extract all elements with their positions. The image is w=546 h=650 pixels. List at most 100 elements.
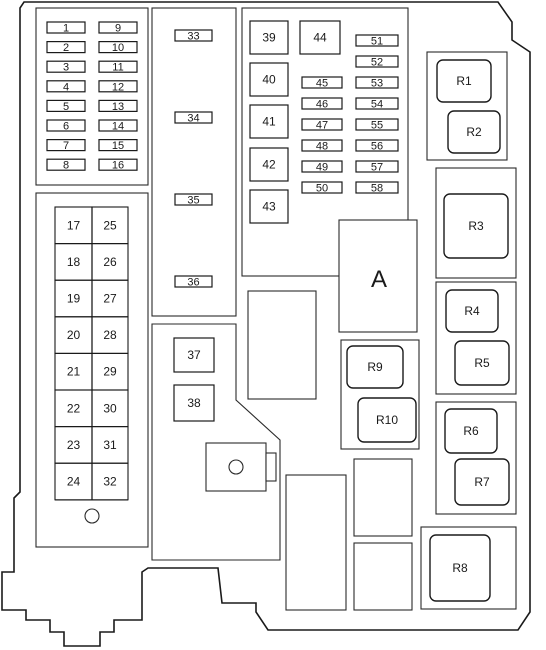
- fuse-6: 6: [46, 119, 86, 133]
- fuse-18-label: 18: [67, 255, 81, 269]
- fuse-45-body: [301, 76, 343, 89]
- fuse-47: 47: [301, 118, 343, 132]
- fuse-21-label: 21: [67, 365, 81, 379]
- relay-r10-label: R10: [376, 413, 398, 427]
- fuse-33-body: [174, 29, 213, 42]
- relay-r9-label: R9: [367, 360, 383, 374]
- relay-r2: R2: [447, 110, 501, 154]
- fuse-58-body: [355, 181, 399, 194]
- fuse-37: 37: [173, 337, 215, 373]
- fuse-53-body: [355, 76, 399, 89]
- fuse-6-body: [46, 119, 86, 132]
- relay-r9-body: [346, 345, 404, 389]
- fuse-10-label: 10: [112, 42, 124, 54]
- fuse-41-body: [249, 104, 289, 139]
- fuse-9-body: [98, 21, 138, 34]
- relay-r1-label: R1: [456, 74, 472, 88]
- relay-r6-label: R6: [463, 424, 479, 438]
- fuse-44-body: [299, 20, 341, 55]
- fuse-44: 44: [299, 20, 341, 55]
- fuse-45: 45: [301, 76, 343, 90]
- fuse-54-body: [355, 97, 399, 110]
- fuse-12-label: 12: [112, 81, 124, 93]
- fuse-1-body: [46, 21, 86, 34]
- relay-r1-body: [436, 59, 492, 103]
- lower-fuse-group: 37 38: [173, 337, 215, 422]
- fuse-41: 41: [249, 104, 289, 139]
- fuse-33-label: 33: [187, 31, 199, 43]
- relay-r7: R7: [454, 458, 510, 506]
- relay-r7-body: [454, 458, 510, 506]
- box-a-label: A: [371, 266, 387, 293]
- fuse-49: 49: [301, 160, 343, 174]
- fuse-12-body: [98, 80, 138, 93]
- fuse-35: 35: [174, 193, 213, 207]
- fuse-8: 8: [46, 158, 86, 172]
- fuse-16-label: 16: [112, 160, 124, 172]
- large-block-bolt-icon: [84, 508, 100, 524]
- fuse-25-label: 25: [103, 218, 117, 232]
- fuse-4-body: [46, 80, 86, 93]
- fuse-5-label: 5: [63, 101, 69, 113]
- fuse-11-label: 11: [112, 62, 123, 74]
- fuse-20-label: 20: [67, 328, 81, 342]
- fuse-3-label: 3: [63, 62, 69, 74]
- fuse-9-label: 9: [115, 23, 121, 35]
- relay-r10-body: [357, 397, 417, 443]
- fuse-54-label: 54: [371, 99, 383, 111]
- fuse-51-body: [355, 34, 399, 47]
- fuse-38: 38: [173, 384, 215, 422]
- fuse-48-body: [301, 139, 343, 152]
- relay-r4: R4: [445, 289, 499, 333]
- fuse-42-body: [249, 147, 289, 182]
- box-a-frame: [338, 219, 418, 333]
- fuse-45-label: 45: [316, 78, 328, 90]
- relay-r3-label: R3: [468, 219, 484, 233]
- fuse-40: 40: [249, 62, 289, 97]
- fuse-23-label: 23: [67, 438, 81, 452]
- fuse-50: 50: [301, 181, 343, 195]
- fuse-42-label: 42: [262, 158, 276, 172]
- fuse-17-label: 17: [67, 218, 81, 232]
- fuse-35-body: [174, 193, 213, 206]
- fuse-32-label: 32: [103, 475, 117, 489]
- relay-r6-body: [444, 408, 498, 454]
- fuse-2-label: 2: [63, 42, 69, 54]
- fuse-4-label: 4: [63, 81, 69, 93]
- fuse-19-label: 19: [67, 292, 81, 306]
- fuse-53-label: 53: [371, 78, 383, 90]
- fuse-38-label: 38: [187, 396, 201, 410]
- fuse-30-label: 30: [103, 401, 117, 415]
- relay-r7-label: R7: [474, 475, 490, 489]
- relay-r3: R3: [443, 193, 509, 259]
- fuse-49-body: [301, 160, 343, 173]
- fuse-36: 36: [174, 275, 213, 289]
- relay-r9: R9: [346, 345, 404, 389]
- relay-r4-label: R4: [464, 304, 480, 318]
- fuse-52-body: [355, 55, 399, 68]
- relay-r5-body: [454, 340, 510, 386]
- fuse-11-body: [98, 60, 138, 73]
- fuse-31-label: 31: [103, 438, 117, 452]
- fuse-46-body: [301, 97, 343, 110]
- fuse-51-label: 51: [371, 36, 383, 48]
- fuse-14-label: 14: [112, 121, 124, 133]
- fuse-43: 43: [249, 189, 289, 224]
- terminal-tab: [265, 452, 277, 482]
- fuse-3-body: [46, 60, 86, 73]
- fuse-3: 3: [46, 60, 86, 74]
- fuse-26-label: 26: [103, 255, 117, 269]
- fuse-7: 7: [46, 139, 86, 152]
- fuse-54: 54: [355, 97, 399, 111]
- fuse-56-body: [355, 139, 399, 152]
- fuse-13: 13: [98, 99, 138, 113]
- fuse-48-label: 48: [316, 141, 328, 153]
- fuse-52-label: 52: [371, 57, 383, 69]
- small-fuse-panel: [35, 7, 149, 186]
- fuse-7-body: [46, 139, 86, 152]
- fuse-8-label: 8: [63, 160, 69, 172]
- relay-r3-body: [443, 193, 509, 259]
